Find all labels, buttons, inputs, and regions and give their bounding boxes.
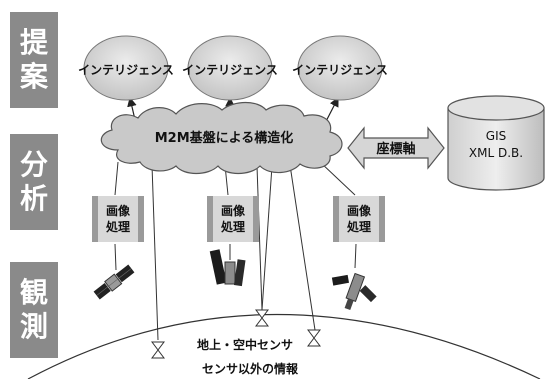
image-processing-box-1: 画像 処理 (92, 196, 144, 242)
layer-observe-char-1: 観 (19, 276, 48, 309)
m2m-cloud (100, 101, 343, 175)
coordinate-axis-arrow (347, 126, 445, 170)
image-processing-text-3a: 画像 (346, 204, 371, 218)
intelligence-ellipse-2 (187, 35, 273, 101)
ground-sensor-icon-1 (151, 341, 165, 359)
image-processing-text-3b: 処理 (346, 220, 371, 234)
image-processing-text-2b: 処理 (220, 220, 245, 234)
satellite-icon-1 (93, 264, 135, 300)
link-sat-1 (114, 243, 117, 271)
layer-propose-char-2: 案 (19, 60, 48, 93)
coordinate-axis-label: 座標軸 (375, 141, 415, 157)
link-sensor-1 (151, 164, 159, 341)
image-processing-box-3: 画像 処理 (333, 196, 385, 242)
other-sensor-label: センサ以外の情報 (202, 361, 299, 376)
layer-observe-label: 観 測 (10, 262, 58, 358)
image-processing-text-1a: 画像 (105, 204, 130, 218)
layer-propose-char-1: 提 (19, 26, 48, 59)
m2m-cloud-label: M2M基盤による構造化 (155, 130, 294, 146)
link-sensor-4 (289, 164, 316, 331)
ground-sensor-icon-3 (307, 329, 321, 347)
image-processing-text-2a: 画像 (220, 204, 245, 218)
layer-propose-label: 提 案 (10, 12, 58, 108)
satellite-icon-2 (209, 249, 246, 287)
ground-sensor-label: 地上・空中センサ (197, 337, 293, 352)
intelligence-label-2: インテリジェンス (182, 63, 278, 77)
intelligence-label-3: インテリジェンス (292, 63, 388, 77)
gis-label: GIS (486, 129, 506, 143)
intelligence-ellipse-1 (83, 35, 169, 101)
link-sensor-2 (256, 165, 263, 311)
link-proc-1 (114, 161, 119, 196)
layer-observe-char-2: 測 (19, 310, 48, 343)
layer-analyze-label: 分 析 (10, 134, 58, 230)
layer-analyze-char-2: 析 (19, 182, 48, 215)
intelligence-label-1: インテリジェンス (78, 63, 174, 77)
gis-database-cylinder (447, 95, 545, 191)
satellite-icon-3 (331, 272, 377, 311)
earth-arc (27, 313, 541, 379)
link-proc-3 (319, 161, 356, 196)
image-processing-box-2: 画像 処理 (207, 196, 259, 242)
link-sat-3 (354, 243, 357, 269)
intelligence-ellipse-3 (297, 35, 383, 101)
layer-analyze-char-1: 分 (19, 148, 48, 181)
ground-sensor-icon-2 (255, 309, 269, 327)
xml-db-label: XML D.B. (469, 146, 523, 160)
link-sensor-3 (261, 165, 273, 311)
image-processing-text-1b: 処理 (105, 220, 130, 234)
